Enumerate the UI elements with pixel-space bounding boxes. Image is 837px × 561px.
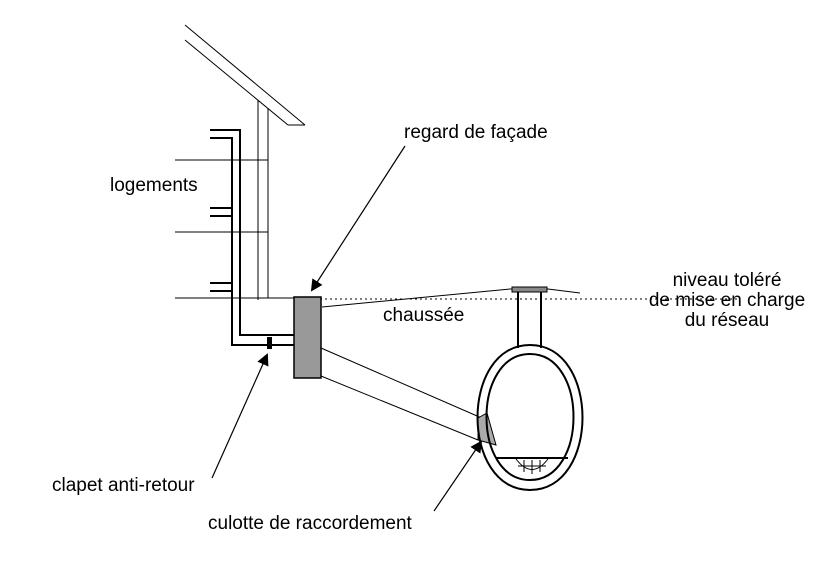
internal-drain-pipe — [210, 129, 295, 346]
label-culotte: culotte de raccordement — [208, 513, 413, 534]
label-regard: regard de façade — [404, 122, 548, 143]
label-clapet: clapet anti-retour — [52, 475, 195, 496]
building-wall — [257, 100, 269, 300]
label-chaussee: chaussée — [383, 305, 464, 326]
sewer-main — [476, 343, 584, 492]
label-logements: logements — [110, 175, 198, 196]
floor-lines — [175, 159, 268, 299]
facade-inspection-chamber — [293, 296, 322, 379]
label-niveau-3: du réseau — [685, 310, 770, 331]
roof — [184, 24, 306, 126]
check-valve — [267, 337, 272, 349]
manhole-shaft — [511, 286, 548, 348]
arrow-icon — [310, 145, 406, 292]
arrow-icon — [433, 440, 483, 512]
label-niveau-2: de mise en charge — [649, 290, 805, 311]
arrow-icon — [211, 353, 269, 479]
connection-pipe — [320, 347, 485, 441]
label-niveau-1: niveau toléré — [673, 270, 782, 291]
